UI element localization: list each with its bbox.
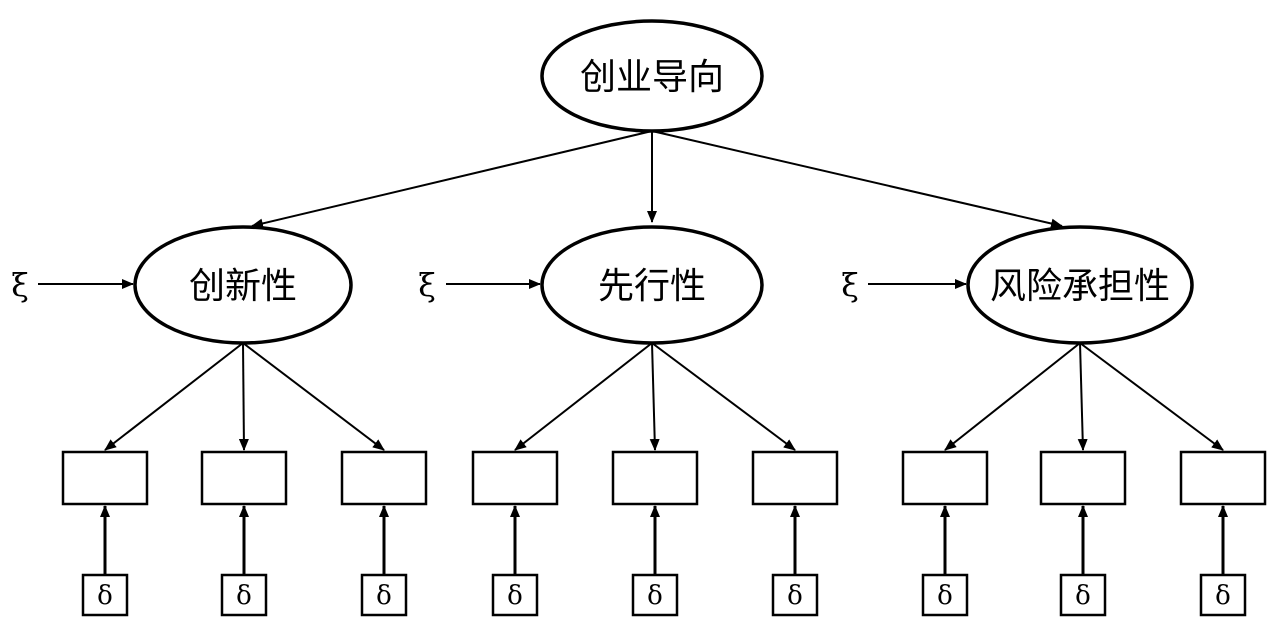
loading-arrow-2-2 xyxy=(649,342,660,451)
loading-arrow-1-3 xyxy=(242,342,385,451)
indicator-box-1-2 xyxy=(200,450,288,506)
loading-arrow-3-3 xyxy=(1079,342,1224,451)
error-box-1-1 xyxy=(81,573,129,617)
loading-arrow-2-3 xyxy=(651,342,796,451)
indicator-box-1-1 xyxy=(61,450,149,506)
error-label-2-2: δ xyxy=(647,581,663,611)
indicator-box-2-2 xyxy=(611,450,699,506)
error-label-3-2: δ xyxy=(1075,581,1091,611)
sub-factor-3: 风险承担性 ξ xyxy=(841,225,1194,345)
indicator-box-1-3 xyxy=(340,450,428,506)
top-factor-label: 创业导向 xyxy=(580,57,724,98)
error-box-3-3 xyxy=(1199,573,1247,617)
disturbance-1-label: ξ xyxy=(11,266,29,304)
sub-factor-2-label: 先行性 xyxy=(598,266,706,307)
error-label-1-3: δ xyxy=(376,581,392,611)
sub-factor-2: 先行性 ξ xyxy=(418,225,764,345)
error-label-3-1: δ xyxy=(937,581,953,611)
loading-arrow-3-1 xyxy=(944,342,1081,451)
top-factor-node: 创业导向 xyxy=(540,19,764,133)
error-label-1-1: δ xyxy=(97,581,113,611)
edge-top-to-factor-1 xyxy=(251,130,653,229)
loading-arrow-1-1 xyxy=(104,342,244,451)
loading-arrow-3-2 xyxy=(1077,342,1088,451)
edge-top-to-factor-3 xyxy=(651,130,1063,229)
error-label-2-1: δ xyxy=(507,581,523,611)
error-box-1-2 xyxy=(220,573,268,617)
error-box-2-1 xyxy=(491,573,539,617)
sub-factor-1-label: 创新性 xyxy=(189,266,297,307)
indicator-box-2-1 xyxy=(471,450,559,506)
sub-factor-1: 创新性 ξ xyxy=(11,225,353,345)
loading-arrow-2-1 xyxy=(514,342,653,451)
indicator-box-3-1 xyxy=(901,450,989,506)
disturbance-3-label: ξ xyxy=(841,266,859,304)
disturbance-2-label: ξ xyxy=(418,266,436,304)
error-label-2-3: δ xyxy=(787,581,803,611)
error-label-1-2: δ xyxy=(236,581,252,611)
indicator-box-3-2 xyxy=(1039,450,1127,506)
error-label-3-3: δ xyxy=(1215,581,1231,611)
error-box-3-2 xyxy=(1059,573,1107,617)
indicator-box-2-3 xyxy=(751,450,839,506)
sub-factor-3-label: 风险承担性 xyxy=(990,266,1170,307)
indicator-box-3-3 xyxy=(1179,450,1267,506)
error-box-2-3 xyxy=(771,573,819,617)
loading-arrow-1-2 xyxy=(238,342,249,451)
